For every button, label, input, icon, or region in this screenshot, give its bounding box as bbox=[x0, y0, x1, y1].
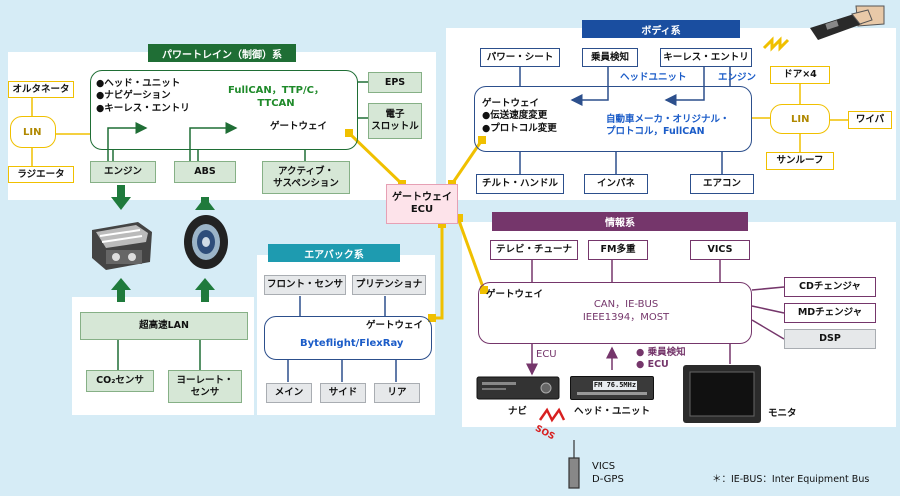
powertrain-protocols: FullCAN，TTP/C， TTCAN bbox=[228, 85, 324, 109]
powertrain-header: パワートレイン（制御）系 bbox=[148, 44, 296, 62]
airbag-header: エアバック系 bbox=[268, 244, 400, 262]
central-gateway-ecu: ゲートウェイ ECU bbox=[386, 184, 458, 224]
occupancy-detection-node: 乗員検知 bbox=[582, 48, 638, 67]
front-sensor-node: フロント・センサ bbox=[264, 275, 346, 295]
fm-multiplex-node: FM多重 bbox=[588, 240, 648, 260]
tire-icon bbox=[184, 215, 228, 269]
co2-sensor-node: CO₂センサ bbox=[86, 370, 154, 392]
lin-left-bus bbox=[10, 116, 56, 148]
vics-node: VICS bbox=[690, 240, 750, 260]
keyless-entry-node: キーレス・エントリ bbox=[660, 48, 752, 67]
yaw-rate-sensor-node: ヨーレート・ センサ bbox=[168, 370, 242, 403]
powertrain-list: ●ヘッド・ユニット ●ナビゲーション ●キーレス・エントリ bbox=[96, 78, 190, 114]
active-suspension-node: アクティブ・ サスペンション bbox=[262, 161, 350, 194]
info-gateway-label: ゲートウェイ bbox=[486, 289, 544, 300]
doors-node: ドア×4 bbox=[770, 66, 830, 84]
side-airbag-node: サイド bbox=[320, 383, 366, 403]
vics-dgps-label: VICS D-GPS bbox=[592, 461, 624, 485]
head-unit-label: ヘッドユニット bbox=[620, 72, 687, 83]
lin-left-label: LIN bbox=[23, 127, 42, 138]
powertrain-bus bbox=[90, 70, 358, 150]
radiator-node: ラジエータ bbox=[8, 166, 74, 183]
body-header: ボディ系 bbox=[582, 20, 740, 38]
body-protocols: 自動車メーカ・オリジナル・ プロトコル，FullCAN bbox=[606, 114, 730, 138]
lin-right-bus bbox=[770, 104, 830, 134]
footnote: ＊：IE-BUS：Inter Equipment Bus bbox=[712, 474, 870, 485]
main-airbag-node: メイン bbox=[266, 383, 312, 403]
head-unit-icon: FM 76.5MHz bbox=[570, 376, 654, 400]
airbag-protocols: Byteflight/FlexRay bbox=[300, 338, 404, 349]
lin-right-label: LIN bbox=[791, 114, 810, 125]
head-unit-list: ● 乗員検知 ● ECU bbox=[636, 347, 686, 371]
ecu-label: ECU bbox=[536, 349, 557, 360]
pretensioner-node: プリテンショナ bbox=[352, 275, 426, 295]
power-seat-node: パワー・シート bbox=[480, 48, 560, 67]
md-changer-node: MDチェンジャ bbox=[784, 303, 876, 323]
engine-node: エンジン bbox=[90, 161, 156, 183]
alternator-node: オルタネータ bbox=[8, 81, 74, 98]
eps-node: EPS bbox=[368, 72, 422, 93]
electronic-throttle-node: 電子 スロットル bbox=[368, 103, 422, 139]
wiper-node: ワイパ bbox=[848, 111, 892, 129]
monitor-label: モニタ bbox=[768, 408, 797, 419]
info-protocols: CAN，IE-BUS IEEE1394，MOST bbox=[582, 299, 670, 323]
info-bus bbox=[478, 282, 752, 344]
airbag-bus bbox=[264, 316, 432, 360]
navigation-label: ナビ bbox=[508, 406, 528, 417]
cd-changer-node: CDチェンジャ bbox=[784, 277, 876, 297]
airbag-gateway-label: ゲートウェイ bbox=[366, 320, 424, 331]
instrument-panel-node: インパネ bbox=[584, 174, 648, 194]
engine-label: エンジン bbox=[718, 72, 757, 83]
remote-key-icon bbox=[810, 5, 885, 40]
head-unit-label-bottom: ヘッド・ユニット bbox=[574, 406, 651, 417]
ultra-lan-bus: 超高速LAN bbox=[80, 312, 248, 340]
tv-tuner-node: テレビ・チューナ bbox=[490, 240, 578, 260]
radio-display: FM 76.5MHz bbox=[593, 381, 637, 390]
dsp-node: DSP bbox=[784, 329, 876, 349]
info-header: 情報系 bbox=[492, 212, 748, 231]
body-gateway-list: ゲートウェイ ●伝送速度変更 ●プロトコル変更 bbox=[482, 98, 557, 134]
powertrain-gateway-label: ゲートウェイ bbox=[270, 121, 328, 132]
body-bus bbox=[474, 86, 752, 152]
engine-icon bbox=[92, 222, 152, 270]
tilt-steering-node: チルト・ハンドル bbox=[476, 174, 564, 194]
abs-node: ABS bbox=[174, 161, 236, 183]
rear-airbag-node: リア bbox=[374, 383, 420, 403]
sunroof-node: サンルーフ bbox=[766, 152, 834, 170]
air-conditioner-node: エアコン bbox=[690, 174, 754, 194]
navigation-unit-icon bbox=[476, 376, 560, 400]
monitor-icon bbox=[683, 365, 761, 423]
